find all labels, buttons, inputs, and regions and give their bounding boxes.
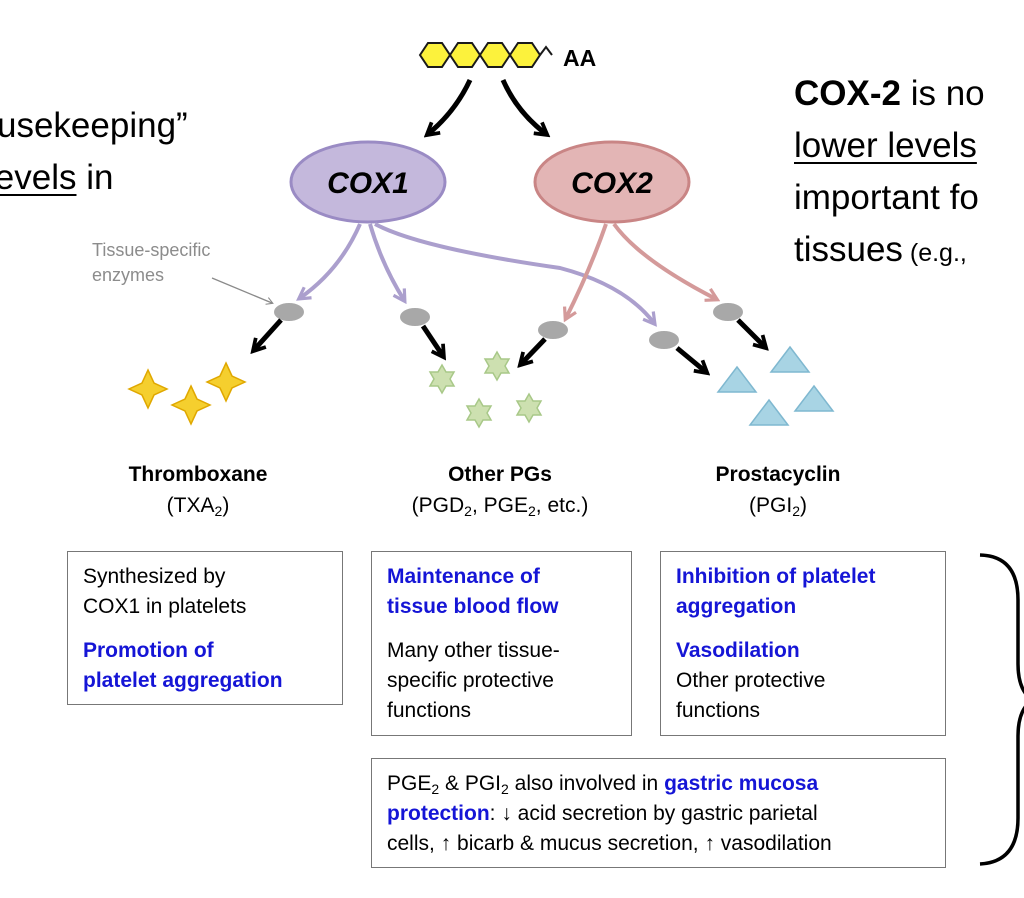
right-line2: lower levels	[794, 120, 985, 172]
enzyme-dot	[400, 308, 430, 326]
enzyme-dot	[538, 321, 568, 339]
right-line1-rest: is no	[900, 74, 985, 113]
product-arrow	[254, 318, 283, 350]
thromboxane-molecules	[127, 361, 247, 426]
box-highlight-text: Maintenance of	[387, 565, 540, 588]
left-underlined-text: levels	[0, 158, 77, 197]
left-line2: levels in	[0, 152, 188, 204]
gastric-line2: protection: ↓ acid secretion by gastric …	[387, 802, 818, 825]
product-arrow	[736, 318, 765, 347]
cox2-enzyme	[533, 140, 691, 224]
box-highlight-text: tissue blood flow	[387, 595, 559, 618]
other-pgs-title: Other PGs	[448, 463, 552, 486]
box-highlight-text: platelet aggregation	[83, 669, 283, 692]
enzyme-dot	[713, 303, 743, 321]
aa-to-cox1-arrow	[428, 78, 473, 134]
arachidonic-acid-molecule	[418, 42, 553, 68]
right-side-text: COX-2 is no lower levels important fo ti…	[794, 68, 985, 279]
thromboxane-function-box: Synthesized by COX1 in platelets Promoti…	[67, 551, 343, 705]
thromboxane-abbrev: (TXA2)	[166, 494, 230, 519]
aa-to-cox2-arrow	[500, 78, 546, 134]
other-pg-molecules	[428, 350, 543, 429]
box-highlight-text: aggregation	[676, 595, 797, 618]
right-line1: COX-2 is no	[794, 68, 985, 120]
grouping-brace	[979, 553, 1024, 866]
product-arrow	[420, 324, 443, 356]
box-highlight-text: Vasodilation	[676, 639, 800, 662]
cox1-to-other-pgs-arrow	[368, 223, 407, 305]
cox2-to-other-pgs-arrow	[562, 223, 608, 323]
cox1-to-thromboxane-arrow	[296, 223, 362, 301]
prostacyclin-title: Prostacyclin	[715, 463, 841, 486]
cox2-heading: COX-2	[794, 74, 901, 113]
prostacyclin-function-box: Inhibition of platelet aggregation Vasod…	[660, 551, 946, 736]
box-text: Synthesized by	[83, 565, 226, 588]
gastric-line3: cells, ↑ bicarb & mucus secretion, ↑ vas…	[387, 832, 832, 855]
right-line4-main: tissues	[794, 230, 903, 269]
annotation-line1: Tissue-specific	[92, 240, 210, 260]
annotation-pointer-arrow	[211, 277, 274, 305]
product-arrow	[521, 337, 547, 364]
box-text: functions	[387, 699, 472, 722]
other-pgs-function-box: Maintenance of tissue blood flow Many ot…	[371, 551, 632, 736]
box-text: Other protective	[676, 669, 826, 692]
aa-label: AA	[563, 45, 596, 71]
left-line1: usekeeping”	[0, 106, 188, 145]
box-text: specific protective	[387, 669, 554, 692]
other-pgs-abbrev: (PGD2, PGE2, etc.)	[411, 494, 589, 519]
box-highlight-text: Inhibition of platelet	[676, 565, 876, 588]
enzyme-dot	[649, 331, 679, 349]
annotation-line2: enzymes	[92, 265, 164, 285]
cox2-to-prostacyclin-arrow	[612, 222, 721, 302]
enzyme-dot	[274, 303, 304, 321]
left-line2-rest: in	[76, 158, 114, 197]
right-underlined-text: lower levels	[794, 126, 977, 165]
left-side-text: usekeeping” levels in	[0, 100, 188, 204]
box-text: functions	[676, 699, 761, 722]
cox2-label: COX2	[571, 167, 653, 200]
right-line4: tissues (e.g.,	[794, 224, 985, 279]
right-line3: important fo	[794, 178, 979, 217]
thromboxane-title: Thromboxane	[128, 463, 268, 486]
product-arrow	[675, 346, 706, 372]
prostacyclin-abbrev: (PGI2)	[749, 494, 807, 519]
cox1-to-prostacyclin-arrow	[374, 222, 657, 327]
gastric-protection-box: PGE2 & PGI2 also involved in gastric muc…	[371, 758, 946, 868]
cox1-label: COX1	[327, 167, 409, 200]
cox1-enzyme	[289, 140, 447, 224]
right-line4-small: (e.g.,	[902, 239, 967, 267]
box-text: COX1 in platelets	[83, 595, 247, 618]
gastric-line1: PGE2 & PGI2 also involved in gastric muc…	[387, 772, 819, 797]
prostacyclin-molecules	[716, 345, 835, 426]
box-highlight-text: Promotion of	[83, 639, 214, 662]
box-text: Many other tissue-	[387, 639, 560, 662]
